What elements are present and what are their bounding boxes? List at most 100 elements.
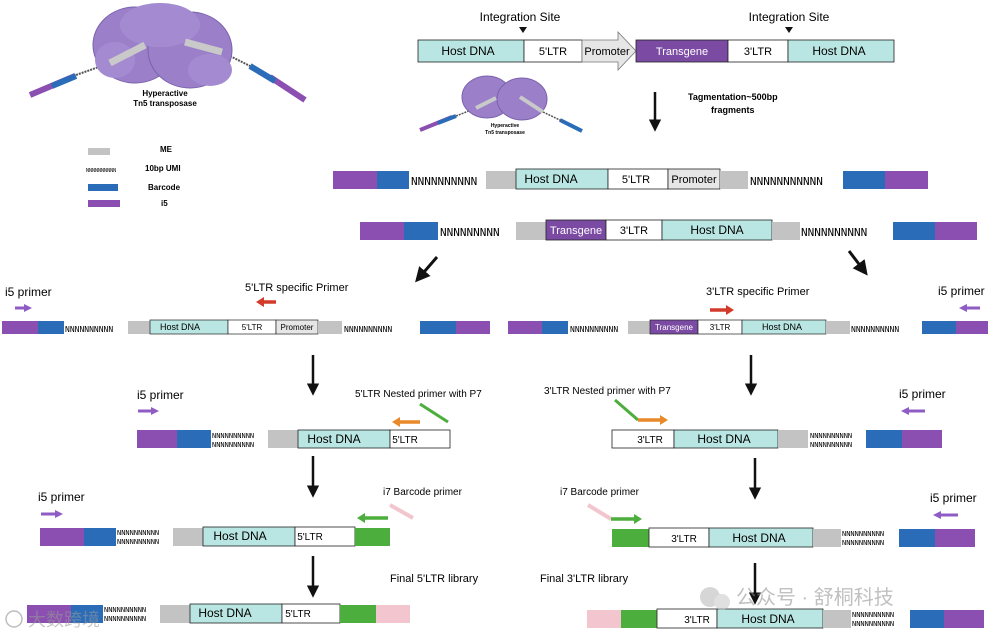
right-i7-pink-tail xyxy=(586,503,613,521)
tn5-small-line1: Hyperactive xyxy=(491,123,520,129)
legend-barcode-label: Barcode xyxy=(148,183,181,192)
left-row4-umi-a: NNNNNNNNNN xyxy=(104,606,146,614)
f2-umi-left: NNNNNNNNN xyxy=(440,226,500,239)
watermark-logo-icon xyxy=(5,610,23,628)
f1-5ltr: 5'LTR xyxy=(622,174,650,186)
left-row2-umi-a: NNNNNNNNNN xyxy=(212,432,254,440)
split-arrow-left xyxy=(415,256,439,283)
integration-site-left-label: Integration Site xyxy=(480,10,561,24)
top-promoter: Promoter xyxy=(584,46,630,58)
left-row2-host-dna: Host DNA xyxy=(307,432,360,446)
tn5-title-line1: Hyperactive xyxy=(142,89,188,98)
integration-construct: Integration Site Integration Site Host D… xyxy=(417,10,895,72)
right-row3-3ltr: 3'LTR xyxy=(671,534,697,545)
left-nested-p7-tail xyxy=(419,402,449,424)
f2-transgene: Transgene xyxy=(550,225,602,237)
left-i5-primer-2-label: i5 primer xyxy=(137,388,184,402)
right-row2-3ltr: 3'LTR xyxy=(637,435,663,446)
right-row3-umi-a: NNNNNNNNNN xyxy=(842,530,884,538)
left-row3-host-dna: Host DNA xyxy=(213,529,266,543)
top-host-dna-left: Host DNA xyxy=(441,44,494,58)
split-arrow-right xyxy=(847,250,868,276)
right-row1-umi-left: NNNNNNNNNN xyxy=(570,325,618,334)
left-i7-pink-tail xyxy=(389,503,414,520)
right-row1-transgene: Transgene xyxy=(655,323,694,332)
right-nested-primer-label: 3'LTR Nested primer with P7 xyxy=(544,386,671,397)
right-row3-host-dna: Host DNA xyxy=(732,531,785,545)
right-row2-umi-b: NNNNNNNNNN xyxy=(810,441,852,449)
right-row2-host-dna: Host DNA xyxy=(697,432,750,446)
right-row4-host-dna: Host DNA xyxy=(741,612,794,626)
left-final-label: Final 5'LTR library xyxy=(390,573,479,585)
right-3ltr-primer-label: 3'LTR specific Primer xyxy=(706,286,810,298)
right-row4-umi-a: NNNNNNNNNN xyxy=(852,611,894,619)
integration-site-right-marker xyxy=(785,27,793,33)
f2-3ltr: 3'LTR xyxy=(620,225,648,237)
right-i5-primer-1-label: i5 primer xyxy=(938,284,985,298)
legend-i5-swatch xyxy=(88,200,120,207)
tagmentation-label: Tagmentation~500bp xyxy=(688,92,778,102)
left-i5-primer-3-label: i5 primer xyxy=(38,490,85,504)
right-row2-umi-a: NNNNNNNNNN xyxy=(810,432,852,440)
integration-site-left-marker xyxy=(519,27,527,33)
left-row4-host-dna: Host DNA xyxy=(198,606,251,620)
left-i7-primer-label: i7 Barcode primer xyxy=(383,487,463,498)
right-i5-primer-2-label: i5 primer xyxy=(899,387,946,401)
fragments-label: fragments xyxy=(711,105,755,115)
left-row3-5ltr: 5'LTR xyxy=(297,532,323,543)
tn5-title-line2: Tn5 transposase xyxy=(133,99,197,108)
watermark-right-text: 公众号 · 舒桐科技 xyxy=(736,586,894,609)
f2-umi-right: NNNNNNNNNN xyxy=(801,226,867,239)
left-i5-primer-1-label: i5 primer xyxy=(5,285,52,299)
left-row2-umi-b: NNNNNNNNNN xyxy=(212,441,254,449)
left-row3-umi-a: NNNNNNNNNN xyxy=(117,529,159,537)
f1-promoter: Promoter xyxy=(671,174,717,186)
right-row1-umi-right: NNNNNNNNNN xyxy=(851,325,899,334)
legend-me-label: ME xyxy=(160,145,173,154)
left-row4-umi-b: NNNNNNNNNN xyxy=(104,615,146,623)
legend: ME NNNNNNNNNN 10bp UMI Barcode i5 xyxy=(86,145,181,208)
fragment-2: NNNNNNNNN Transgene 3'LTR Host DNA NNNNN… xyxy=(360,219,977,241)
left-row3-umi-b: NNNNNNNNNN xyxy=(117,538,159,546)
tn5-small-line2: Tn5 transposase xyxy=(485,130,525,136)
f1-umi-right: NNNNNNNNNNN xyxy=(750,175,823,188)
legend-i5-label: i5 xyxy=(161,199,168,208)
top-transgene: Transgene xyxy=(656,46,708,58)
integration-site-right-label: Integration Site xyxy=(749,10,830,24)
legend-me-swatch xyxy=(88,148,110,155)
watermark-right: 公众号 · 舒桐科技 xyxy=(700,586,894,610)
watermark-left-text: 大数跨境 xyxy=(28,610,100,630)
top-5ltr: 5'LTR xyxy=(539,46,567,58)
right-i7-primer-label: i7 Barcode primer xyxy=(560,487,640,498)
top-3ltr: 3'LTR xyxy=(744,46,772,58)
right-nested-p7-tail xyxy=(614,398,639,422)
f2-host-dna: Host DNA xyxy=(690,223,743,237)
right-final-label: Final 3'LTR library xyxy=(540,573,629,585)
right-branch: 3'LTR specific Primer i5 primer NNNNNNNN… xyxy=(508,284,988,629)
right-row1-3ltr: 3'LTR xyxy=(710,323,731,332)
watermark-left: 大数跨境 xyxy=(5,610,100,630)
promoter-arrow-shape xyxy=(581,30,637,72)
tn5-transposase-large: Hyperactive Tn5 transposase xyxy=(28,3,307,108)
right-row1-host-dna: Host DNA xyxy=(762,322,802,332)
f1-umi-left: NNNNNNNNNN xyxy=(411,175,477,188)
left-row1-promoter: Promoter xyxy=(281,323,314,332)
legend-umi-glyph: NNNNNNNNNN xyxy=(86,168,116,174)
right-i5-primer-3-label: i5 primer xyxy=(930,491,977,505)
left-row1-umi-left: NNNNNNNNNN xyxy=(65,325,113,334)
legend-umi-label: 10bp UMI xyxy=(145,164,181,173)
right-row4-3ltr: 3'LTR xyxy=(684,615,710,626)
left-row1-5ltr: 5'LTR xyxy=(242,323,263,332)
f1-host-dna: Host DNA xyxy=(524,172,577,186)
left-branch: i5 primer 5'LTR specific Primer NNNNNNNN… xyxy=(2,282,490,624)
right-row3-umi-b: NNNNNNNNNN xyxy=(842,539,884,547)
right-row4-umi-b: NNNNNNNNNN xyxy=(852,620,894,628)
left-nested-primer-label: 5'LTR Nested primer with P7 xyxy=(355,389,482,400)
left-row1-host-dna: Host DNA xyxy=(160,322,200,332)
tn5-transposase-small: Hyperactive Tn5 transposase xyxy=(419,75,583,136)
left-row1-umi-right: NNNNNNNNNN xyxy=(344,325,392,334)
top-host-dna-right: Host DNA xyxy=(812,44,865,58)
left-row4-5ltr: 5'LTR xyxy=(285,609,311,620)
fragment-1: NNNNNNNNNN Host DNA 5'LTR Promoter NNNNN… xyxy=(333,168,928,190)
